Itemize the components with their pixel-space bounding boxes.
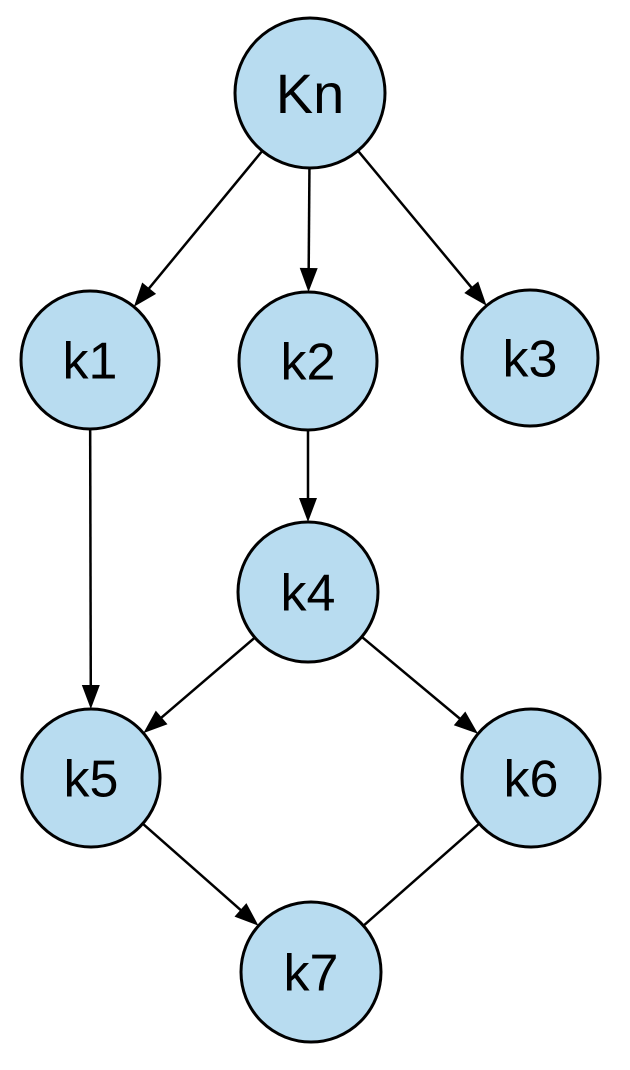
node-k1: k1	[19, 289, 161, 431]
node-circle-k4	[236, 520, 380, 664]
edge-line-k1-k5	[88, 428, 93, 690]
node-circle-k2	[237, 290, 379, 432]
node-label-k5: k5	[64, 751, 119, 809]
edge-line-Kn-k2	[307, 167, 311, 273]
edge-line-Kn-k3	[356, 149, 476, 292]
node-circle-k3	[460, 288, 600, 428]
edge-line-k4-k5	[157, 636, 256, 722]
edge-k1-k5	[81, 428, 100, 709]
edge-k5-k7	[141, 822, 259, 926]
node-label-Kn: Kn	[276, 62, 345, 125]
arrowhead-icon	[299, 498, 317, 522]
node-k5: k5	[20, 707, 162, 849]
edges-layer	[81, 149, 487, 927]
node-circle-k7	[239, 900, 383, 1044]
edge-Kn-k2	[299, 167, 318, 292]
edge-k4-k5	[143, 636, 256, 734]
arrowhead-icon	[464, 281, 487, 306]
node-circle-k5	[20, 707, 162, 849]
node-label-k1: k1	[63, 333, 118, 391]
edge-k2-k4	[299, 430, 317, 522]
nodes-layer: Kn k1 k2 k3 k4 k5 k6 k7	[19, 16, 602, 1044]
node-label-k4: k4	[281, 565, 336, 623]
node-circle-Kn	[233, 16, 387, 170]
edge-line-k6-k7	[362, 822, 481, 927]
node-circle-k1	[19, 289, 161, 431]
node-k6: k6	[460, 707, 602, 849]
node-k4: k4	[236, 520, 380, 664]
edge-line-k5-k7	[141, 822, 245, 914]
arrowhead-icon	[234, 903, 259, 926]
edge-Kn-k1	[133, 150, 264, 307]
arrowhead-icon	[81, 685, 100, 709]
node-label-k2: k2	[281, 334, 336, 392]
arrowhead-icon	[133, 282, 157, 307]
node-k2: k2	[237, 290, 379, 432]
node-label-k6: k6	[504, 751, 559, 809]
arrowhead-icon	[299, 267, 318, 292]
node-label-k3: k3	[503, 331, 558, 389]
edge-Kn-k3	[356, 149, 487, 306]
node-k7: k7	[239, 900, 383, 1044]
node-label-k7: k7	[284, 945, 339, 1003]
edge-line-Kn-k1	[145, 150, 264, 293]
arrowhead-icon	[453, 711, 478, 734]
node-circle-k6	[460, 707, 602, 849]
edge-line-k4-k6	[360, 635, 465, 723]
arrowhead-icon	[143, 710, 168, 734]
node-k3: k3	[460, 288, 600, 428]
edge-k4-k6	[360, 635, 478, 734]
edge-k6-k7	[362, 822, 481, 927]
node-Kn: Kn	[233, 16, 387, 170]
